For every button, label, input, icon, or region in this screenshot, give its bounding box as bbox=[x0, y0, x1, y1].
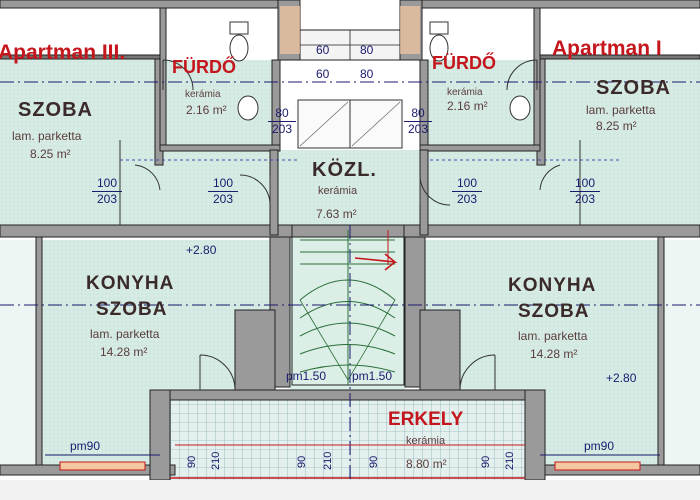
dim-bath-door-right-w: 80 bbox=[404, 106, 432, 122]
bath-left-name: FÜRDŐ bbox=[172, 57, 236, 77]
dim-pm90-right: pm90 bbox=[584, 439, 615, 453]
dim-door-3-w: 100 bbox=[452, 176, 482, 192]
apartment-left-title: Apartman III. bbox=[0, 41, 126, 64]
dim-door-1: 100 203 bbox=[92, 176, 122, 207]
dim-v90-3: 90 bbox=[368, 455, 380, 468]
kitchen-right-name: KONYHA bbox=[508, 275, 597, 296]
dim-v210-2: 210 bbox=[322, 451, 334, 470]
dim-door-2-w: 100 bbox=[208, 176, 238, 192]
level-right: +2.80 bbox=[606, 371, 637, 385]
bedroom-right-area: 8.25 m² bbox=[596, 119, 637, 133]
kitchen-right-name2: SZOBA bbox=[518, 301, 590, 322]
bedroom-right-name: SZOBA bbox=[596, 77, 671, 99]
dim-door-4-h: 203 bbox=[574, 192, 596, 206]
bedroom-left-floor: lam. parketta bbox=[12, 129, 82, 143]
balcony-floor: kerámia bbox=[406, 435, 446, 447]
dim-bath-door-left-w: 80 bbox=[268, 106, 296, 122]
dim-door-2: 100 203 bbox=[208, 176, 238, 207]
dim-bath-door-left-h: 203 bbox=[271, 122, 293, 136]
toilet-fixtures bbox=[229, 21, 531, 121]
dim-v210-3: 210 bbox=[504, 451, 516, 470]
dim-v90-2: 90 bbox=[296, 455, 308, 468]
dim-v90-4: 90 bbox=[480, 455, 492, 468]
dim-door-3-h: 203 bbox=[456, 192, 478, 206]
bath-right-name: FÜRDŐ bbox=[432, 53, 496, 73]
door-swings bbox=[119, 59, 581, 391]
dim-door-4: 100 203 bbox=[570, 176, 600, 207]
kitchen-left-floor: lam. parketta bbox=[90, 327, 160, 341]
dim-v210-1: 210 bbox=[210, 451, 222, 470]
dim-top-a: 60 bbox=[316, 43, 330, 57]
dim-door-1-h: 203 bbox=[96, 192, 118, 206]
bath-right-floor: kerámia bbox=[447, 87, 483, 98]
kitchen-left-name: KONYHA bbox=[86, 273, 175, 294]
kitchen-left-name2: SZOBA bbox=[96, 299, 168, 320]
bath-right-area: 2.16 m² bbox=[447, 99, 488, 113]
dim-door-1-w: 100 bbox=[92, 176, 122, 192]
dim-bath-door-right-h: 203 bbox=[407, 122, 429, 136]
dim-door-4-w: 100 bbox=[570, 176, 600, 192]
kitchen-right-area: 14.28 m² bbox=[530, 347, 578, 361]
staircase bbox=[291, 224, 405, 386]
dim-pm-left: pm1.50 bbox=[286, 369, 327, 383]
hall-floor: kerámia bbox=[318, 185, 358, 197]
kitchen-right-floor: lam. parketta bbox=[518, 329, 588, 343]
dim-door-3: 100 203 bbox=[452, 176, 482, 207]
hall-name: KÖZL. bbox=[312, 159, 377, 181]
dim-top-d: 80 bbox=[360, 67, 374, 81]
bath-left-floor: kerámia bbox=[185, 89, 221, 100]
shower-trays bbox=[297, 99, 403, 149]
dim-bath-door-right: 80 203 bbox=[404, 106, 432, 137]
axis-lines bbox=[0, 81, 700, 480]
bedroom-left-name: SZOBA bbox=[18, 99, 93, 121]
dim-pm90-left: pm90 bbox=[70, 439, 101, 453]
dim-top-c: 60 bbox=[316, 67, 330, 81]
apartment-right-title: Apartman I bbox=[552, 37, 662, 60]
kitchen-left-area: 14.28 m² bbox=[100, 345, 148, 359]
bedroom-right-floor: lam. parketta bbox=[586, 103, 656, 117]
balcony-name: ERKELY bbox=[388, 409, 464, 430]
hall-area: 7.63 m² bbox=[316, 207, 357, 221]
windows bbox=[59, 6, 641, 479]
top-corridor bbox=[299, 29, 401, 61]
dim-v90-1: 90 bbox=[186, 455, 198, 468]
bath-left-area: 2.16 m² bbox=[186, 103, 227, 117]
balcony-area: 8.80 m² bbox=[406, 457, 447, 471]
dim-door-2-h: 203 bbox=[212, 192, 234, 206]
dim-top-b: 80 bbox=[360, 43, 374, 57]
level-left: +2.80 bbox=[186, 243, 217, 257]
bedroom-left-area: 8.25 m² bbox=[30, 147, 71, 161]
balcony-dim-lines bbox=[45, 444, 660, 456]
dim-bath-door-left: 80 203 bbox=[268, 106, 296, 137]
dim-pm-right: pm1.50 bbox=[352, 369, 393, 383]
